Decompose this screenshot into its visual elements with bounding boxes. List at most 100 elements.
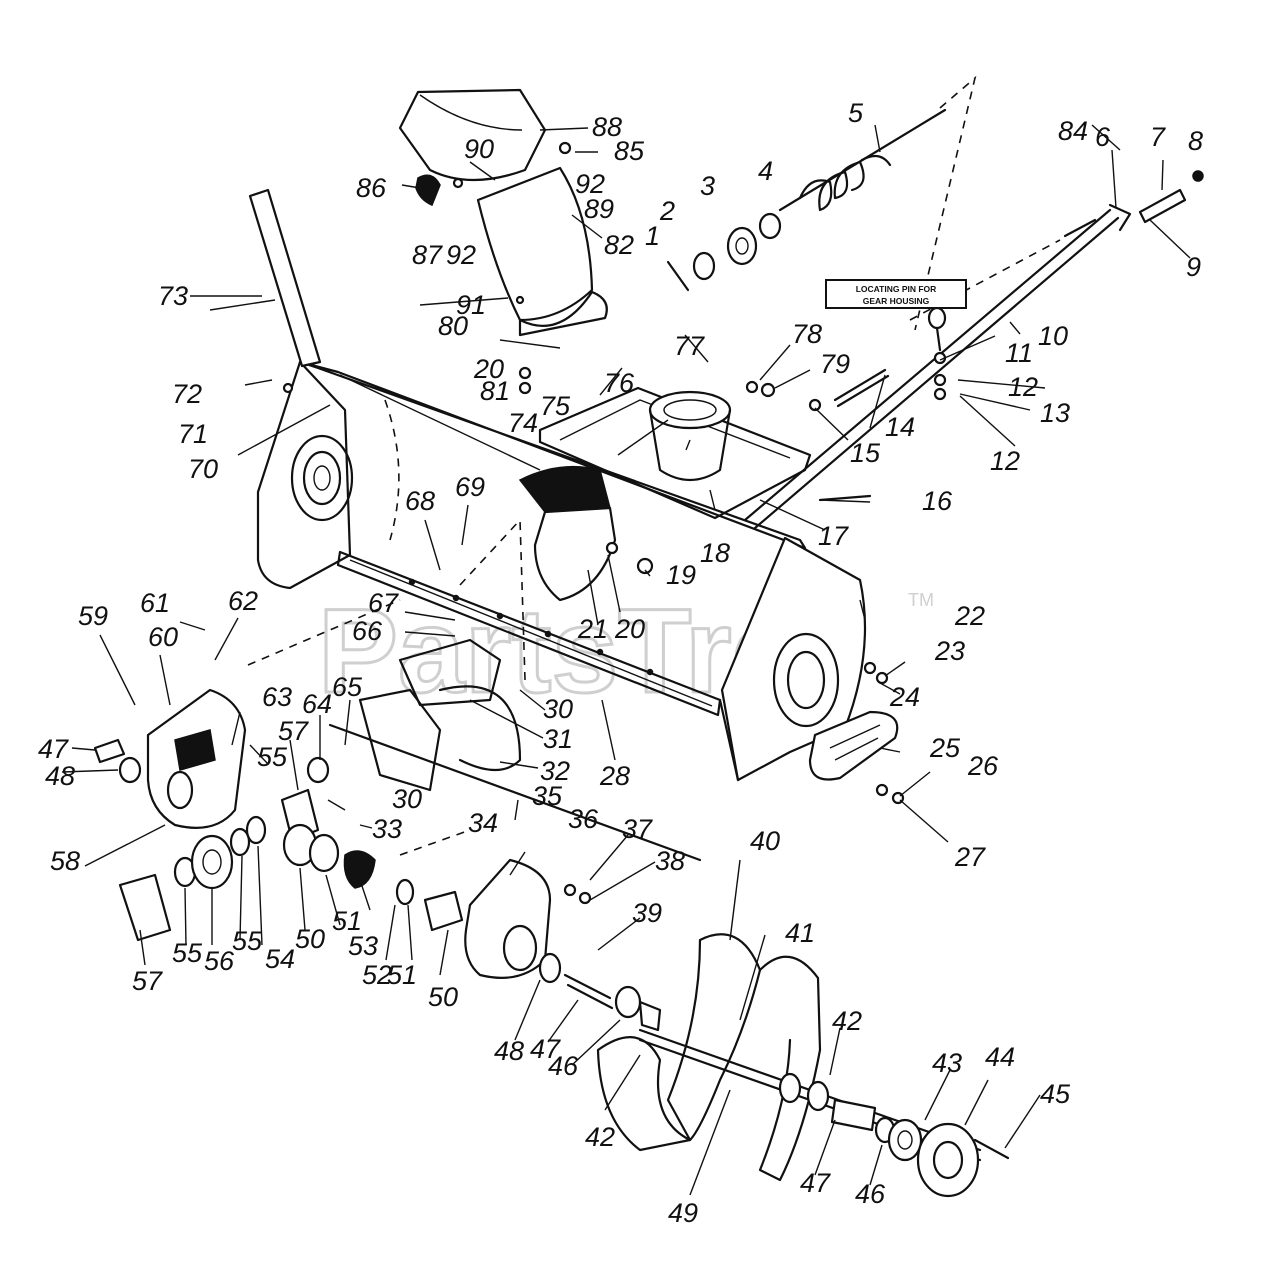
crank-rod [743,170,1204,530]
callout-14: 14 [885,412,915,442]
callout-72: 72 [172,379,202,409]
callout-labels: 1 2 3 4 5 6 7 8 9 10 11 12 13 12 14 15 1… [38,98,1203,1228]
auger-end-parts [666,212,782,292]
callout-11: 11 [1005,338,1033,368]
callout-80: 80 [438,311,468,341]
callout-19: 19 [666,560,696,590]
callout-49: 49 [668,1198,698,1228]
callout-46-mid: 46 [548,1051,579,1081]
callout-54: 54 [265,944,295,974]
callout-89: 89 [584,194,614,224]
callout-56: 56 [204,946,235,976]
callout-31: 31 [543,724,573,754]
callout-64: 64 [302,689,332,719]
callout-47-left: 47 [38,734,69,764]
callout-24: 24 [889,682,920,712]
auger-housing [256,360,867,782]
callout-39: 39 [632,898,662,928]
callout-81: 81 [480,376,510,406]
callout-55-bottom-a: 55 [172,938,203,968]
callout-92-right: 92 [575,169,605,199]
callout-51-right: 51 [387,960,417,990]
eyebolt-stack [927,306,947,401]
callout-9: 9 [1186,252,1201,282]
callout-40: 40 [750,826,780,856]
reference-outline [914,75,977,331]
callout-71: 71 [178,419,208,449]
callout-35: 35 [532,781,563,811]
callout-73: 73 [158,281,188,311]
callout-8: 8 [1188,126,1203,156]
callout-20-lower: 20 [614,614,645,644]
callout-62: 62 [228,586,258,616]
callout-59: 59 [78,601,108,631]
callout-3: 3 [700,171,715,201]
callout-1: 1 [645,221,660,251]
callout-10: 10 [1038,321,1068,351]
callout-7: 7 [1150,122,1166,152]
note-line-2: GEAR HOUSING [863,296,930,306]
callout-77: 77 [674,331,705,361]
callout-74: 74 [508,408,538,438]
callout-leaders [61,124,1191,1196]
callout-76: 76 [604,368,635,398]
callout-48-left: 48 [45,761,75,791]
callout-28: 28 [599,761,630,791]
callout-43: 43 [932,1048,962,1078]
callout-82: 82 [604,230,634,260]
watermark-trademark: TM [908,590,934,610]
callout-57-bottom: 57 [132,966,163,996]
callout-12-upper: 12 [1008,372,1038,402]
callout-23: 23 [934,636,965,666]
callout-20-chute: 20 [473,354,504,384]
leader-lines [247,519,526,856]
callout-26: 26 [967,751,999,781]
auger-shaft-spiral [778,108,947,212]
scraper-holes [408,578,654,676]
callout-41: 41 [785,918,815,948]
callout-34: 34 [468,808,498,838]
callout-65: 65 [332,672,363,702]
callout-67: 67 [368,588,399,618]
callout-17: 17 [818,521,849,551]
callout-38: 38 [655,846,685,876]
callout-46-right: 46 [855,1179,886,1209]
gearbox-left-half [146,688,247,829]
callout-85: 85 [614,136,645,166]
callout-21: 21 [577,614,608,644]
callout-47-right: 47 [800,1168,831,1198]
auger-end-bearing [806,1080,1010,1198]
callout-2: 2 [659,196,675,226]
discharge-ring [648,390,732,481]
callout-53: 53 [348,931,378,961]
callout-47-mid: 47 [530,1034,561,1064]
hardware-dots [282,141,905,905]
callout-70: 70 [188,454,218,484]
callout-4: 4 [758,156,773,186]
callout-37: 37 [622,814,653,844]
callout-51-left: 51 [332,906,362,936]
callout-5: 5 [848,98,864,128]
callout-79: 79 [820,349,850,379]
callout-48-mid: 48 [494,1036,524,1066]
callout-57-top: 57 [278,716,309,746]
callout-58: 58 [50,846,80,876]
skid-shoe [808,710,899,781]
callout-63: 63 [262,682,292,712]
callout-18: 18 [700,538,730,568]
callout-50-right: 50 [428,982,458,1012]
callout-78: 78 [792,319,822,349]
callout-92-left: 92 [446,240,476,270]
center-deflector [518,465,611,513]
callout-42-left: 42 [585,1122,615,1152]
callout-44: 44 [985,1042,1015,1072]
callout-15: 15 [850,438,881,468]
callout-36: 36 [568,804,599,834]
discharge-chute [398,88,608,337]
callout-69: 69 [455,472,485,502]
callout-68: 68 [405,486,435,516]
handle-bracket [248,188,322,368]
locating-pin-note: LOCATING PIN FOR GEAR HOUSING [825,279,967,309]
